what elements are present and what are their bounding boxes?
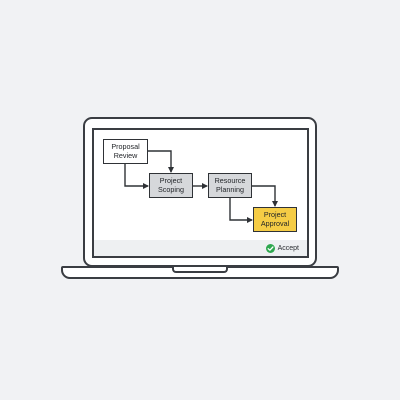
accept-label: Accept	[277, 244, 299, 252]
check-circle-icon	[265, 243, 275, 253]
accept-button[interactable]: Accept	[265, 242, 299, 254]
edge-resource-to-approval-left	[229, 198, 253, 223]
node-project-scoping: Project Scoping	[149, 173, 193, 198]
edge-resource-to-approval-top	[252, 185, 278, 207]
node-resource-planning: Resource Planning	[208, 173, 252, 198]
node-proposal-review: Proposal Review	[103, 139, 148, 164]
edge-proposal-to-scoping-top	[148, 150, 174, 173]
screen-status-strip: Accept	[94, 240, 307, 256]
edge-proposal-to-scoping-left	[124, 164, 149, 189]
node-project-approval: Project Approval	[253, 207, 297, 232]
laptop-base-notch	[172, 267, 228, 273]
